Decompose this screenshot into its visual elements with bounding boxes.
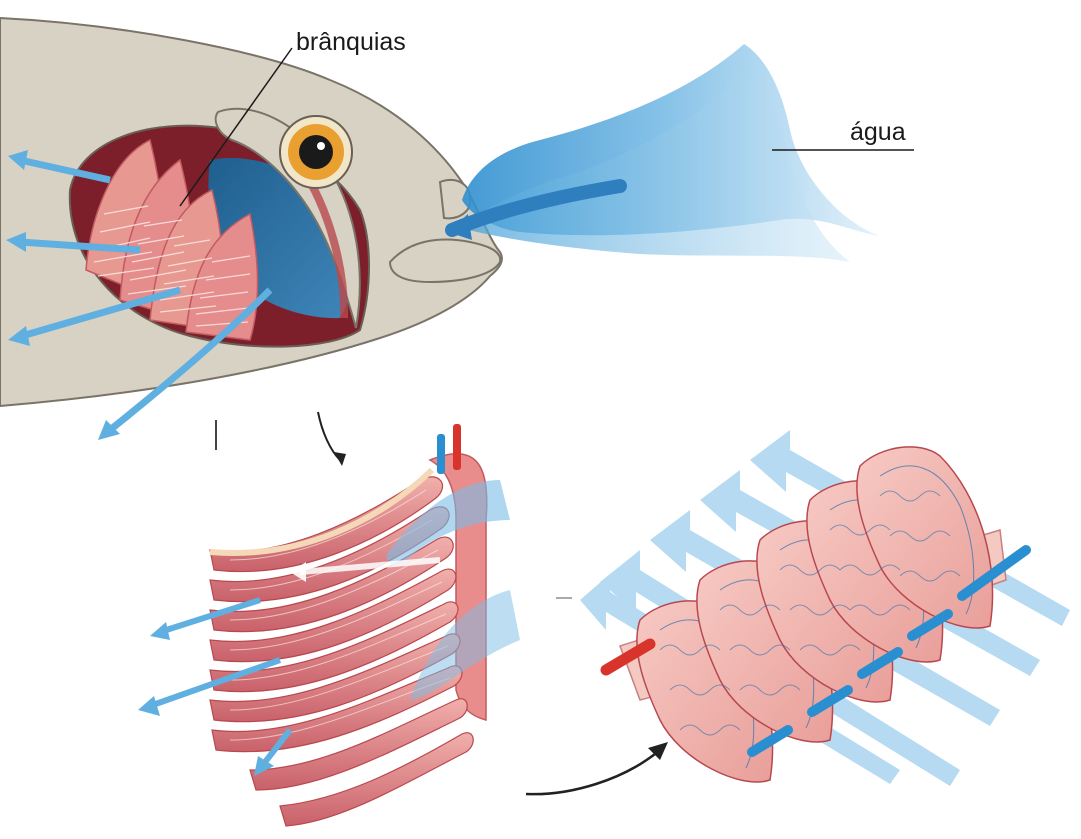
lamellae-detail xyxy=(580,430,1070,786)
fish-eye xyxy=(280,116,352,188)
fish-head xyxy=(0,18,502,406)
water-inflow xyxy=(448,44,880,262)
zoom-arrow-2 xyxy=(526,750,660,794)
water-label: água xyxy=(850,118,906,147)
efferent-vessel xyxy=(453,424,461,470)
afferent-vessel xyxy=(437,434,445,474)
gill-arch-detail xyxy=(138,424,520,826)
gills-label: brânquias xyxy=(296,28,406,57)
